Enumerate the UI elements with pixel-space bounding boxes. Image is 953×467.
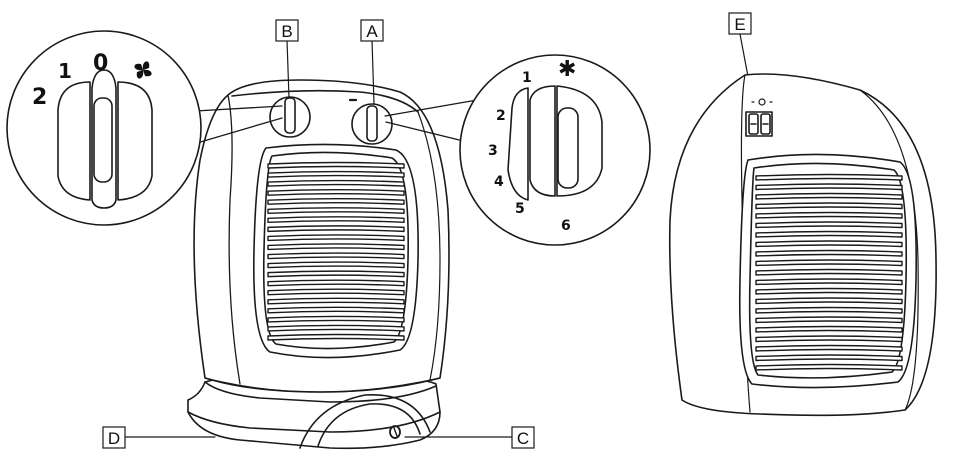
thermostat-label-6: 6 — [561, 218, 571, 234]
side-grille-slat — [755, 192, 903, 200]
side-grille-slat — [755, 306, 903, 314]
side-grille-slat — [755, 325, 903, 333]
thermostat-label-2: 2 — [496, 108, 506, 124]
power-button[interactable] — [389, 425, 401, 439]
callout-leaders — [124, 33, 753, 438]
front-grille-slat — [267, 261, 405, 269]
side-grille — [738, 153, 917, 389]
callout-a-label: A — [366, 22, 378, 41]
callout-d-label: D — [108, 429, 120, 448]
front-grille-slat — [267, 207, 405, 214]
callout-d: D — [102, 426, 126, 449]
fan-icon — [134, 61, 152, 79]
front-grille-slat — [267, 243, 405, 251]
front-grille-slat — [267, 225, 405, 233]
front-grille-slat — [267, 170, 405, 178]
callout-b-label: B — [281, 22, 292, 41]
side-grille-slat — [755, 230, 903, 238]
front-grille-slat — [267, 270, 405, 278]
thermostat-label-3: 3 — [488, 143, 498, 159]
front-grille-slat — [267, 216, 405, 224]
side-grille-slat — [755, 297, 903, 305]
front-grille-slat — [267, 288, 405, 296]
side-grille-slat — [755, 183, 903, 191]
snowflake-icon: ✱ — [558, 57, 576, 82]
heater-base — [187, 372, 441, 450]
mode-label-2: 2 — [32, 85, 47, 110]
thermostat-label-4: 4 — [494, 174, 504, 190]
front-grille-slat — [267, 306, 405, 314]
callout-a: A — [360, 19, 384, 42]
side-grille-slat — [755, 335, 903, 343]
mode-dial-labels: 2 1 0 — [32, 51, 152, 110]
front-grille-slat — [267, 315, 405, 323]
callouts: B A D C E — [102, 12, 752, 449]
callout-b: B — [275, 19, 299, 42]
heater-front-knobs — [269, 96, 393, 145]
side-grille-slat — [755, 287, 903, 295]
thermostat-dial-zoom — [384, 54, 651, 246]
front-grille-slat — [267, 279, 405, 287]
side-grille-slat — [755, 354, 903, 362]
callout-e-label: E — [734, 15, 745, 34]
front-grille-slat — [267, 333, 405, 341]
side-grille-slat — [755, 259, 903, 267]
front-grille-slat — [267, 252, 405, 260]
side-grille-slat — [755, 363, 903, 371]
mode-label-1: 1 — [58, 59, 72, 83]
thermostat-label-1: 1 — [522, 70, 532, 86]
side-grille-slat — [755, 211, 903, 219]
side-grille-slat — [755, 249, 903, 257]
side-grille-slat — [755, 344, 903, 352]
side-grille-slat — [755, 268, 903, 276]
side-grille-slat — [755, 278, 903, 286]
callout-c-label: C — [517, 429, 529, 448]
side-grille-slat — [755, 202, 903, 210]
front-grille-slat — [267, 188, 405, 196]
front-grille-slat — [267, 234, 405, 242]
callout-c: C — [511, 426, 535, 449]
side-grille-slat — [755, 173, 903, 181]
front-grille-slat — [267, 324, 405, 332]
mode-label-0: 0 — [93, 51, 108, 76]
front-grille-slat — [267, 297, 405, 305]
mode-dial-zoom — [6, 30, 283, 226]
thermostat-dial-labels: ✱ 1 2 3 4 5 6 — [488, 57, 576, 234]
side-grille-slat — [755, 316, 903, 324]
front-grille-slat — [267, 179, 405, 187]
side-grille-slat — [755, 221, 903, 229]
thermostat-label-5: 5 — [515, 201, 525, 217]
front-grille-slat — [267, 198, 405, 205]
side-grille-slat — [755, 240, 903, 248]
front-grille-slat — [267, 161, 405, 169]
callout-e: E — [728, 12, 752, 35]
front-grille — [253, 143, 419, 359]
